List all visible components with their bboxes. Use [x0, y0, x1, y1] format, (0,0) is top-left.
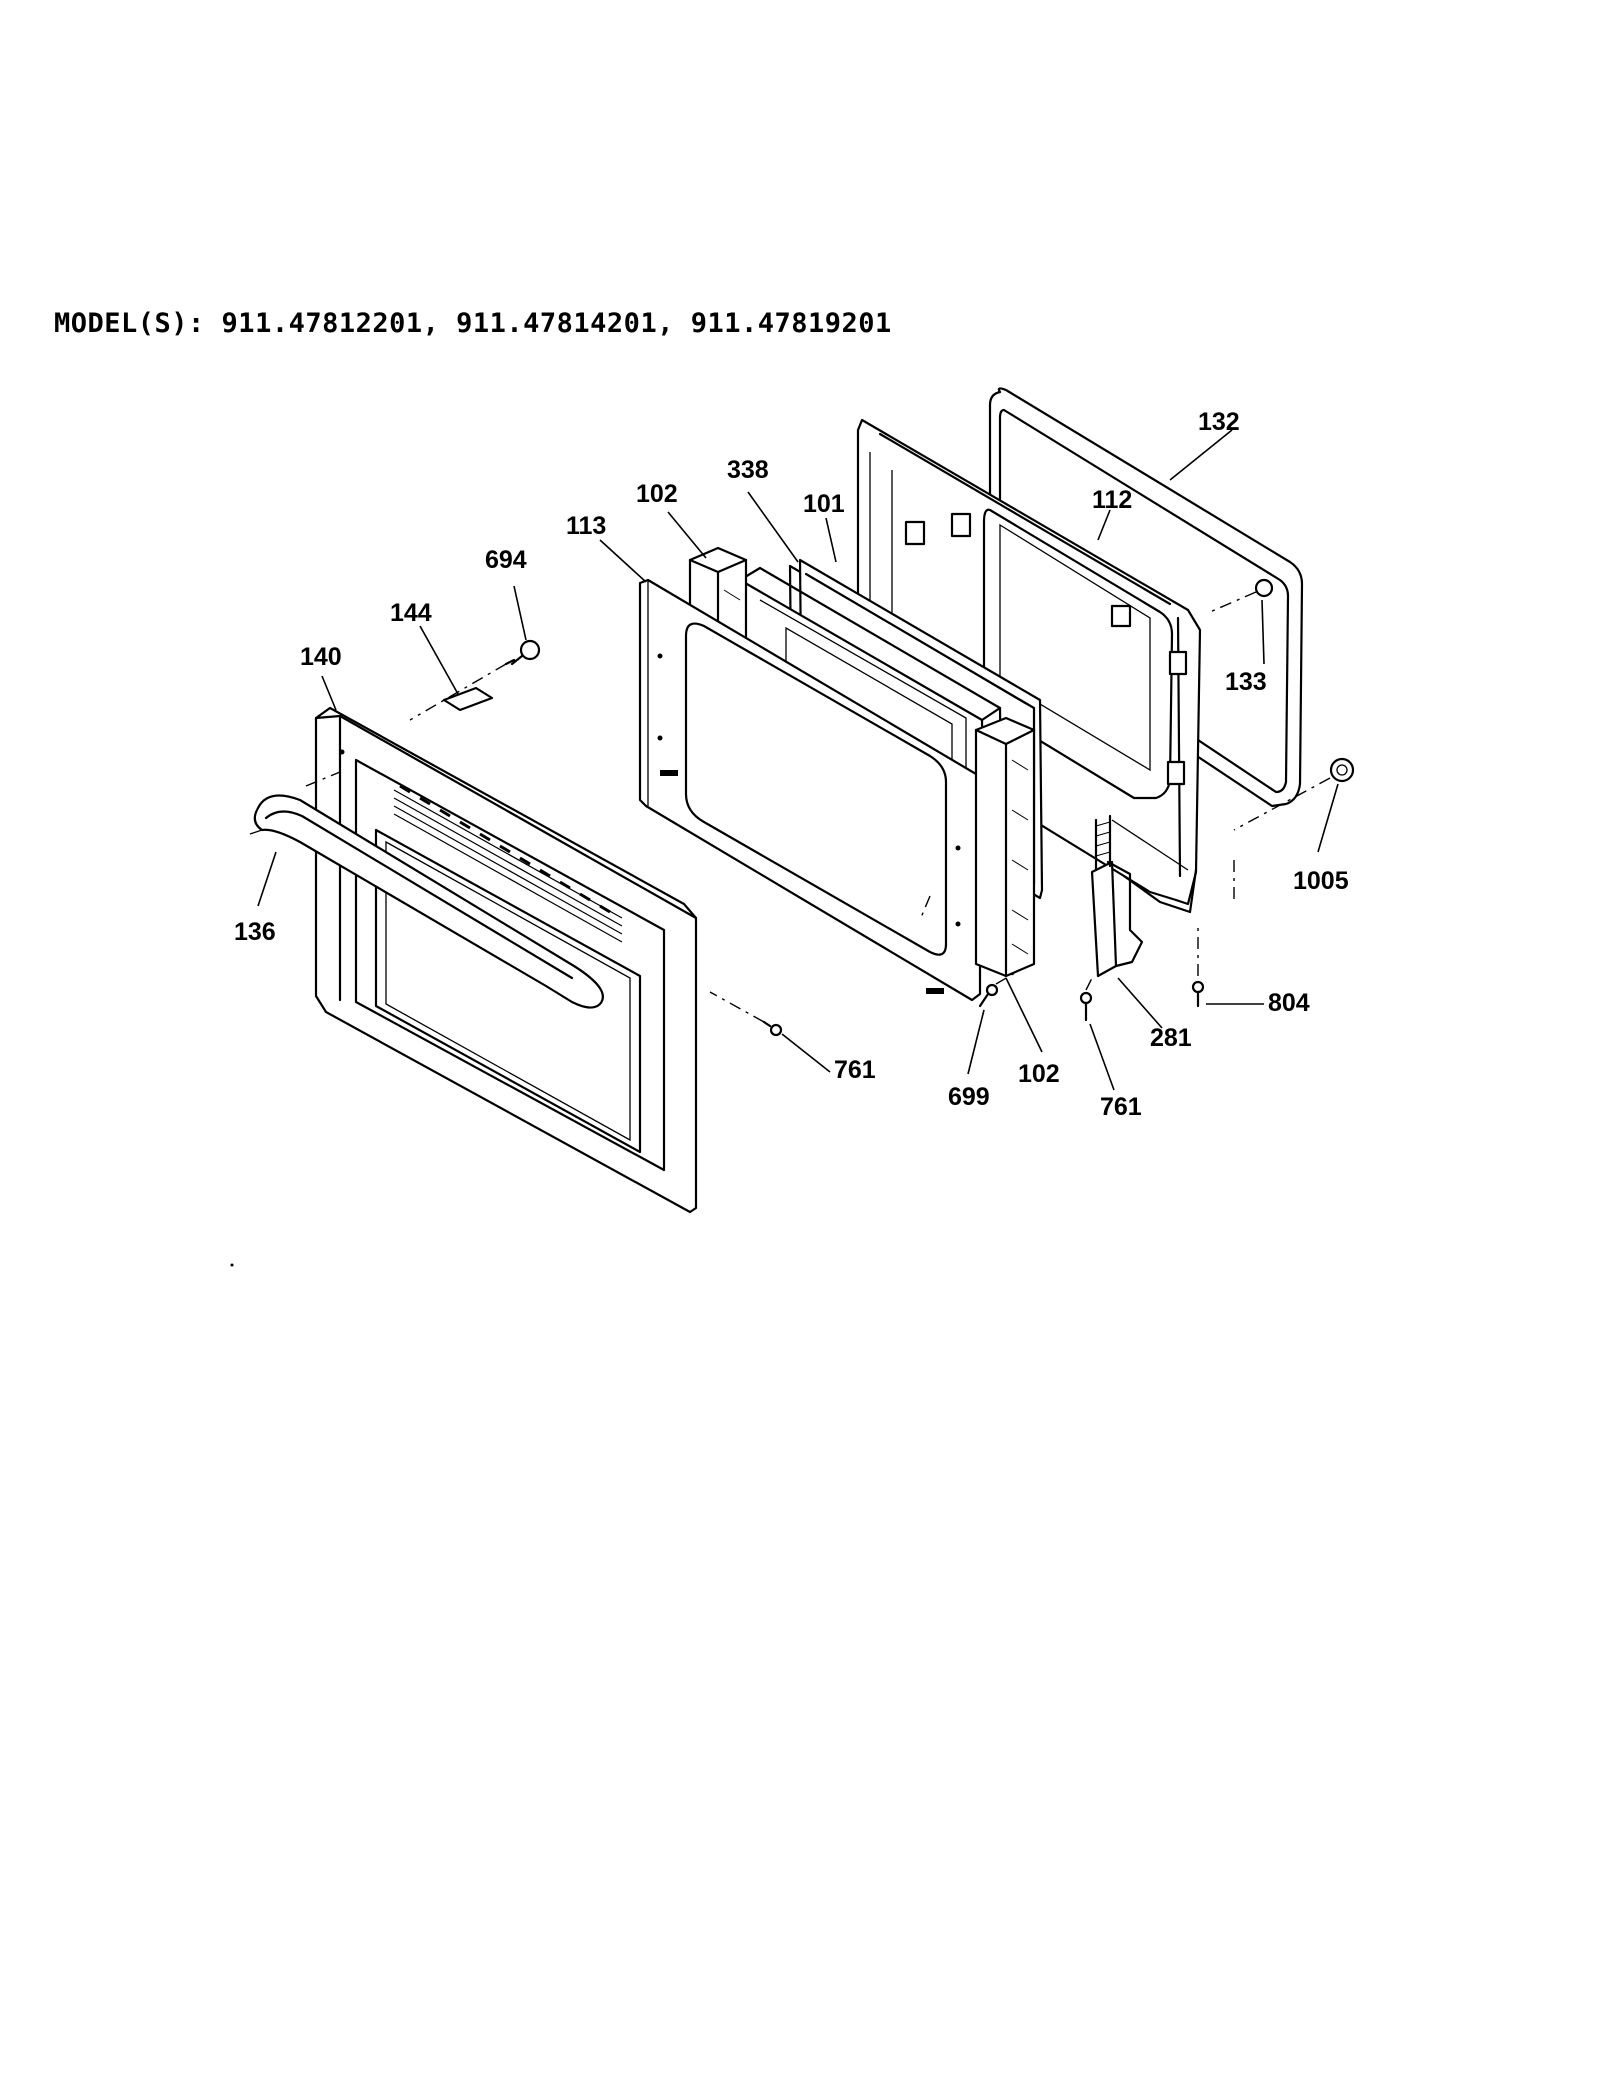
callout-804: 804 [1268, 989, 1310, 1017]
callout-132: 132 [1198, 408, 1240, 436]
callout-102-top: 102 [636, 480, 678, 508]
callout-144: 144 [390, 599, 432, 627]
inner-door-liner-112 [856, 418, 1202, 914]
screw-761-front [709, 991, 783, 1037]
door-frame-113 [638, 578, 982, 1002]
screw-804 [1191, 928, 1205, 1008]
door-bumper-133 [1209, 578, 1274, 613]
screw-694 [409, 639, 541, 721]
callout-699: 699 [948, 1083, 990, 1111]
callout-338: 338 [727, 456, 769, 484]
screw-761-hinge [1079, 977, 1093, 1022]
callout-101: 101 [803, 490, 845, 518]
door-handle-136 [249, 794, 604, 1009]
model-list-title: MODEL(S): 911.47812201, 911.47814201, 91… [54, 308, 892, 339]
door-hinge-281 [1090, 814, 1144, 978]
callout-140: 140 [300, 643, 342, 671]
door-gasket-132 [988, 387, 1304, 808]
callout-133: 133 [1225, 668, 1267, 696]
callout-694: 694 [485, 546, 527, 574]
callout-281: 281 [1150, 1024, 1192, 1052]
grommet-1005 [1233, 757, 1355, 831]
callout-136: 136 [234, 918, 276, 946]
leader-lines [257, 429, 1339, 1091]
callout-1005: 1005 [1293, 867, 1349, 895]
screw-699 [978, 969, 1021, 1008]
callout-113: 113 [566, 512, 606, 540]
callout-112: 112 [1092, 486, 1132, 514]
callout-102-bottom: 102 [1018, 1060, 1060, 1088]
side-channel-102-bottom [974, 716, 1036, 978]
rating-label-144 [442, 686, 494, 712]
callout-761-front: 761 [834, 1056, 876, 1084]
scan-dot [230, 1263, 234, 1267]
callout-761-hinge: 761 [1100, 1093, 1142, 1121]
